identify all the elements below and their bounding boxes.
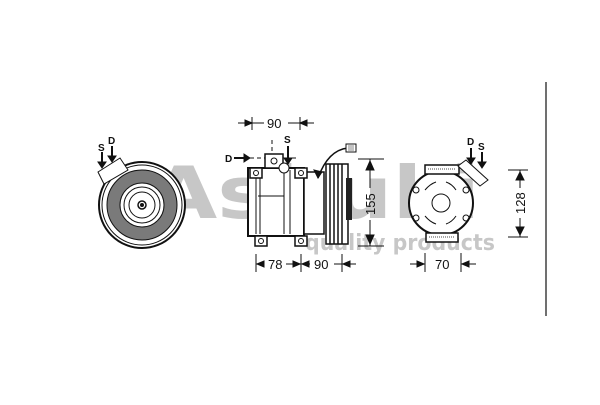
- dim-rear-height: 128: [513, 192, 528, 214]
- dimension-bottom: [255, 254, 356, 272]
- dimension-top-width: [238, 117, 314, 130]
- rear-housing: [408, 170, 474, 236]
- side-view: 90 S D: [225, 116, 384, 272]
- shaft-center: [137, 200, 147, 210]
- port-block: [97, 157, 129, 185]
- dim-body-length: 78: [268, 257, 282, 272]
- side-suction-label: S: [284, 135, 291, 146]
- front-discharge-label: D: [108, 136, 115, 147]
- rear-suction-label: S: [478, 142, 485, 153]
- front-suction-label: S: [98, 143, 105, 154]
- discharge-arrow-icon: [234, 153, 251, 163]
- dim-height: 155: [363, 193, 378, 215]
- pulley: [325, 163, 352, 245]
- dimension-height: [358, 158, 384, 247]
- front-view: S D: [97, 136, 186, 249]
- dimension-rear-width: [410, 253, 476, 272]
- rear-view: D S 128 70: [408, 137, 528, 272]
- suction-arrow-icon: [97, 152, 107, 169]
- suction-arrow-icon: [477, 152, 487, 169]
- side-discharge-label: D: [225, 154, 232, 165]
- rear-discharge-label: D: [467, 137, 474, 148]
- dim-top-width: 90: [267, 116, 281, 131]
- dim-rear-width: 70: [435, 257, 449, 272]
- dimension-rear-height: [508, 169, 528, 238]
- discharge-arrow-icon: [466, 148, 476, 165]
- dim-pulley-length: 90: [314, 257, 328, 272]
- discharge-arrow-icon: [107, 146, 117, 163]
